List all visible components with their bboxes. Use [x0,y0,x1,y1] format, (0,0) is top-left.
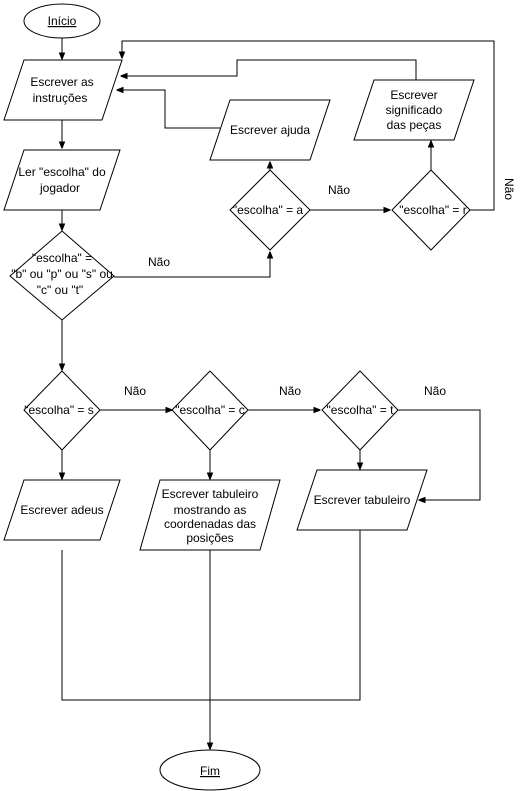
node-escrever-ajuda: Escrever ajuda [209,99,331,161]
node-inicio-label: Início [48,14,77,28]
node-escrever-tabuleiro-coordenadas-line-1: Escrever tabuleiro [162,487,259,501]
node-decisao-c: "escolha" = c [171,370,249,451]
edge-t-loop-tabuleiro [398,409,481,500]
node-decisao-a: "escolha" = a [229,169,311,251]
node-fim-label: Fim [200,764,220,778]
node-decisao-r-label: "escolha" = r [399,203,467,217]
node-decisao-a-label: "escolha" = a [233,203,304,217]
node-escrever-tabuleiro-label: Escrever tabuleiro [314,493,411,507]
node-decisao-r: "escolha" = r [391,169,471,251]
edge-significado-instrucoes [121,59,417,80]
edge-adeus-fim [61,550,210,701]
node-escrever-significado-line-3: das peças [387,118,442,132]
edge-labels: Não Não Não Não Não Não [124,178,516,398]
node-escrever-significado-line-2: significado [386,103,443,117]
node-escrever-ajuda-label: Escrever ajuda [230,123,310,137]
node-ler-escolha: Ler "escolha" do jogador [3,149,121,211]
edge-label-nao-t: Não [424,384,446,398]
edges [61,38,495,749]
node-decisao-t: "escolha" = t [321,370,399,451]
node-escrever-tabuleiro-coordenadas: Escrever tabuleiro mostrando as coordena… [139,479,281,551]
node-escrever-significado-line-1: Escrever [390,88,437,102]
edge-label-nao-c: Não [279,384,301,398]
node-escrever-tabuleiro-coordenadas-line-3: coordenadas das [164,517,256,531]
node-decisao-s-label: "escolha" = s [24,403,94,417]
node-ler-escolha-line-1: Ler "escolha" do [18,165,106,179]
edge-r-loop-instrucoes [122,40,495,211]
node-decisao-t-label: "escolha" = t [327,403,395,417]
node-escrever-significado: Escrever significado das peças [353,79,475,141]
node-escrever-instrucoes: Escrever as instruções [3,59,123,121]
node-escrever-adeus-label: Escrever adeus [20,503,103,517]
node-escrever-instrucoes-line-2: instruções [33,91,88,105]
node-inicio: Início [23,3,101,39]
node-ler-escolha-line-2: jogador [39,181,80,195]
edge-tabuleiro-fim [210,530,361,701]
edge-label-nao-valida: Não [148,255,170,269]
edge-label-nao-a: Não [328,183,350,197]
edge-label-nao-r: Não [502,178,516,200]
node-decisao-valida-line-3: "c" ou "t" [37,283,83,297]
node-escrever-adeus: Escrever adeus [3,479,121,541]
node-decisao-c-label: "escolha" = c [175,403,245,417]
node-decisao-valida-line-1: "escolha" = [32,251,92,265]
node-escrever-tabuleiro-coordenadas-line-4: posições [186,531,233,545]
node-decisao-valida-line-2: "b" ou "p" ou "s" ou [11,267,113,281]
node-decisao-valida: "escolha" = "b" ou "p" ou "s" ou "c" ou … [9,230,115,321]
node-decisao-s: "escolha" = s [23,370,101,451]
node-escrever-tabuleiro: Escrever tabuleiro [296,469,428,531]
node-escrever-tabuleiro-coordenadas-line-2: mostrando as [174,503,247,517]
edge-label-nao-s: Não [124,384,146,398]
edge-valida-a [114,252,270,278]
node-fim: Fim [159,749,261,791]
node-escrever-instrucoes-line-1: Escrever as [30,75,93,89]
edge-ajuda-instrucoes [117,90,220,129]
